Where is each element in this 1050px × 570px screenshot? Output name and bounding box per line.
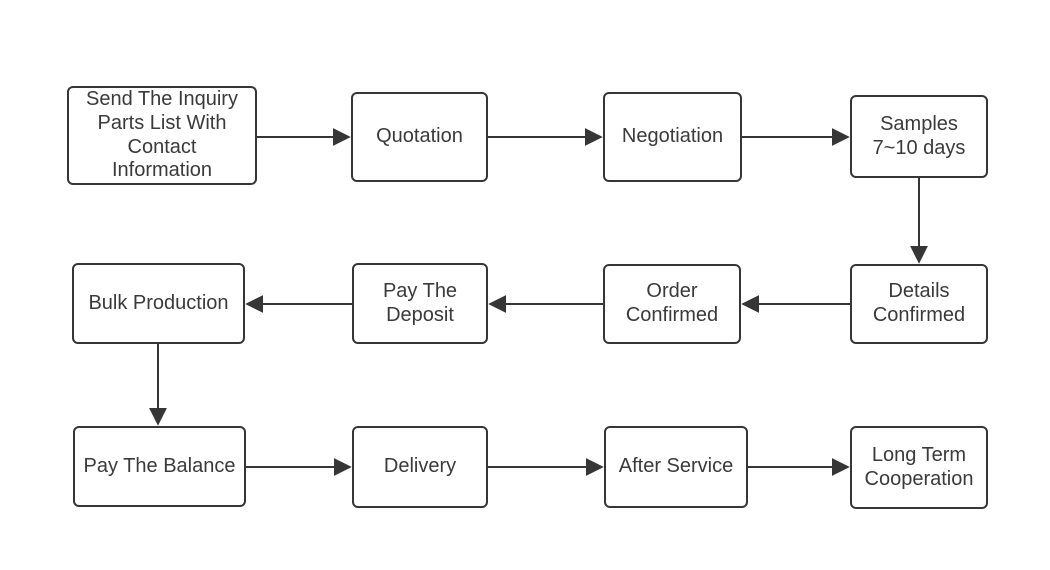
node-negotiation-label: Negotiation [621, 125, 724, 148]
node-bulk-production-label: Bulk Production [88, 291, 229, 314]
node-pay-the-balance: Pay The Balance [73, 426, 246, 507]
node-quotation-label: Quotation [376, 125, 463, 148]
node-order-confirmed-label: Order Confirmed [625, 280, 719, 326]
node-samples: Samples 7~10 days [850, 95, 988, 178]
node-long-term-cooperation-label: Long Term Cooperation [864, 443, 974, 490]
node-samples-label: Samples 7~10 days [872, 112, 966, 159]
node-bulk-production: Bulk Production [72, 263, 245, 344]
node-send-inquiry: Send The Inquiry Parts List With Contact… [67, 86, 257, 185]
node-details-confirmed-label: Details Confirmed [872, 280, 966, 326]
node-delivery: Delivery [352, 426, 488, 508]
node-after-service: After Service [604, 426, 748, 508]
node-pay-the-deposit-label: Pay The Deposit [382, 279, 458, 326]
node-negotiation: Negotiation [603, 92, 742, 182]
node-order-confirmed: Order Confirmed [603, 264, 741, 344]
node-pay-the-balance-label: Pay The Balance [83, 454, 236, 477]
node-details-confirmed: Details Confirmed [850, 264, 988, 344]
node-send-inquiry-label: Send The Inquiry Parts List With Contact… [86, 88, 238, 182]
node-after-service-label: After Service [618, 455, 734, 478]
node-long-term-cooperation: Long Term Cooperation [850, 426, 988, 509]
node-quotation: Quotation [351, 92, 488, 182]
node-pay-the-deposit: Pay The Deposit [352, 263, 488, 344]
node-delivery-label: Delivery [383, 455, 457, 478]
